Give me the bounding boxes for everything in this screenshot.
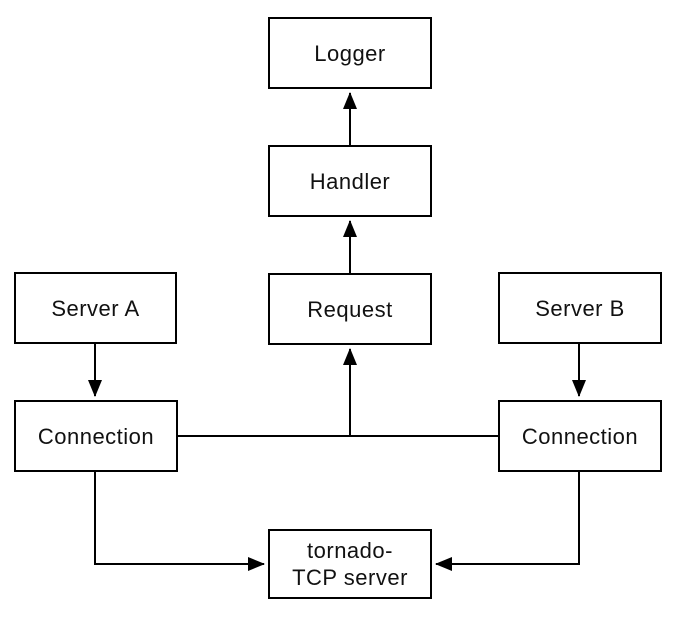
edge-connection-b-to-tcp-server (435, 472, 580, 571)
edge-connection-a-to-tcp-server (94, 472, 265, 571)
node-label-connection-b: Connection (521, 423, 639, 449)
node-logger: Logger (268, 17, 432, 89)
node-label-request: Request (307, 296, 393, 322)
node-request: Request (268, 273, 432, 345)
node-label-server-b: Server B (535, 295, 625, 321)
node-connection-b: Connection (498, 400, 662, 472)
node-label-connection-a: Connection (37, 423, 155, 449)
node-label-handler: Handler (309, 168, 391, 194)
node-server-b: Server B (498, 272, 662, 344)
node-label-logger: Logger (314, 40, 386, 66)
node-connection-a: Connection (14, 400, 178, 472)
node-handler: Handler (268, 145, 432, 217)
node-tcp-server: tornado- TCP server (268, 529, 432, 599)
node-label-tcp-server: tornado- TCP server (292, 538, 408, 590)
node-server-a: Server A (14, 272, 177, 344)
edge-group (88, 92, 586, 571)
node-label-server-a: Server A (51, 295, 140, 321)
